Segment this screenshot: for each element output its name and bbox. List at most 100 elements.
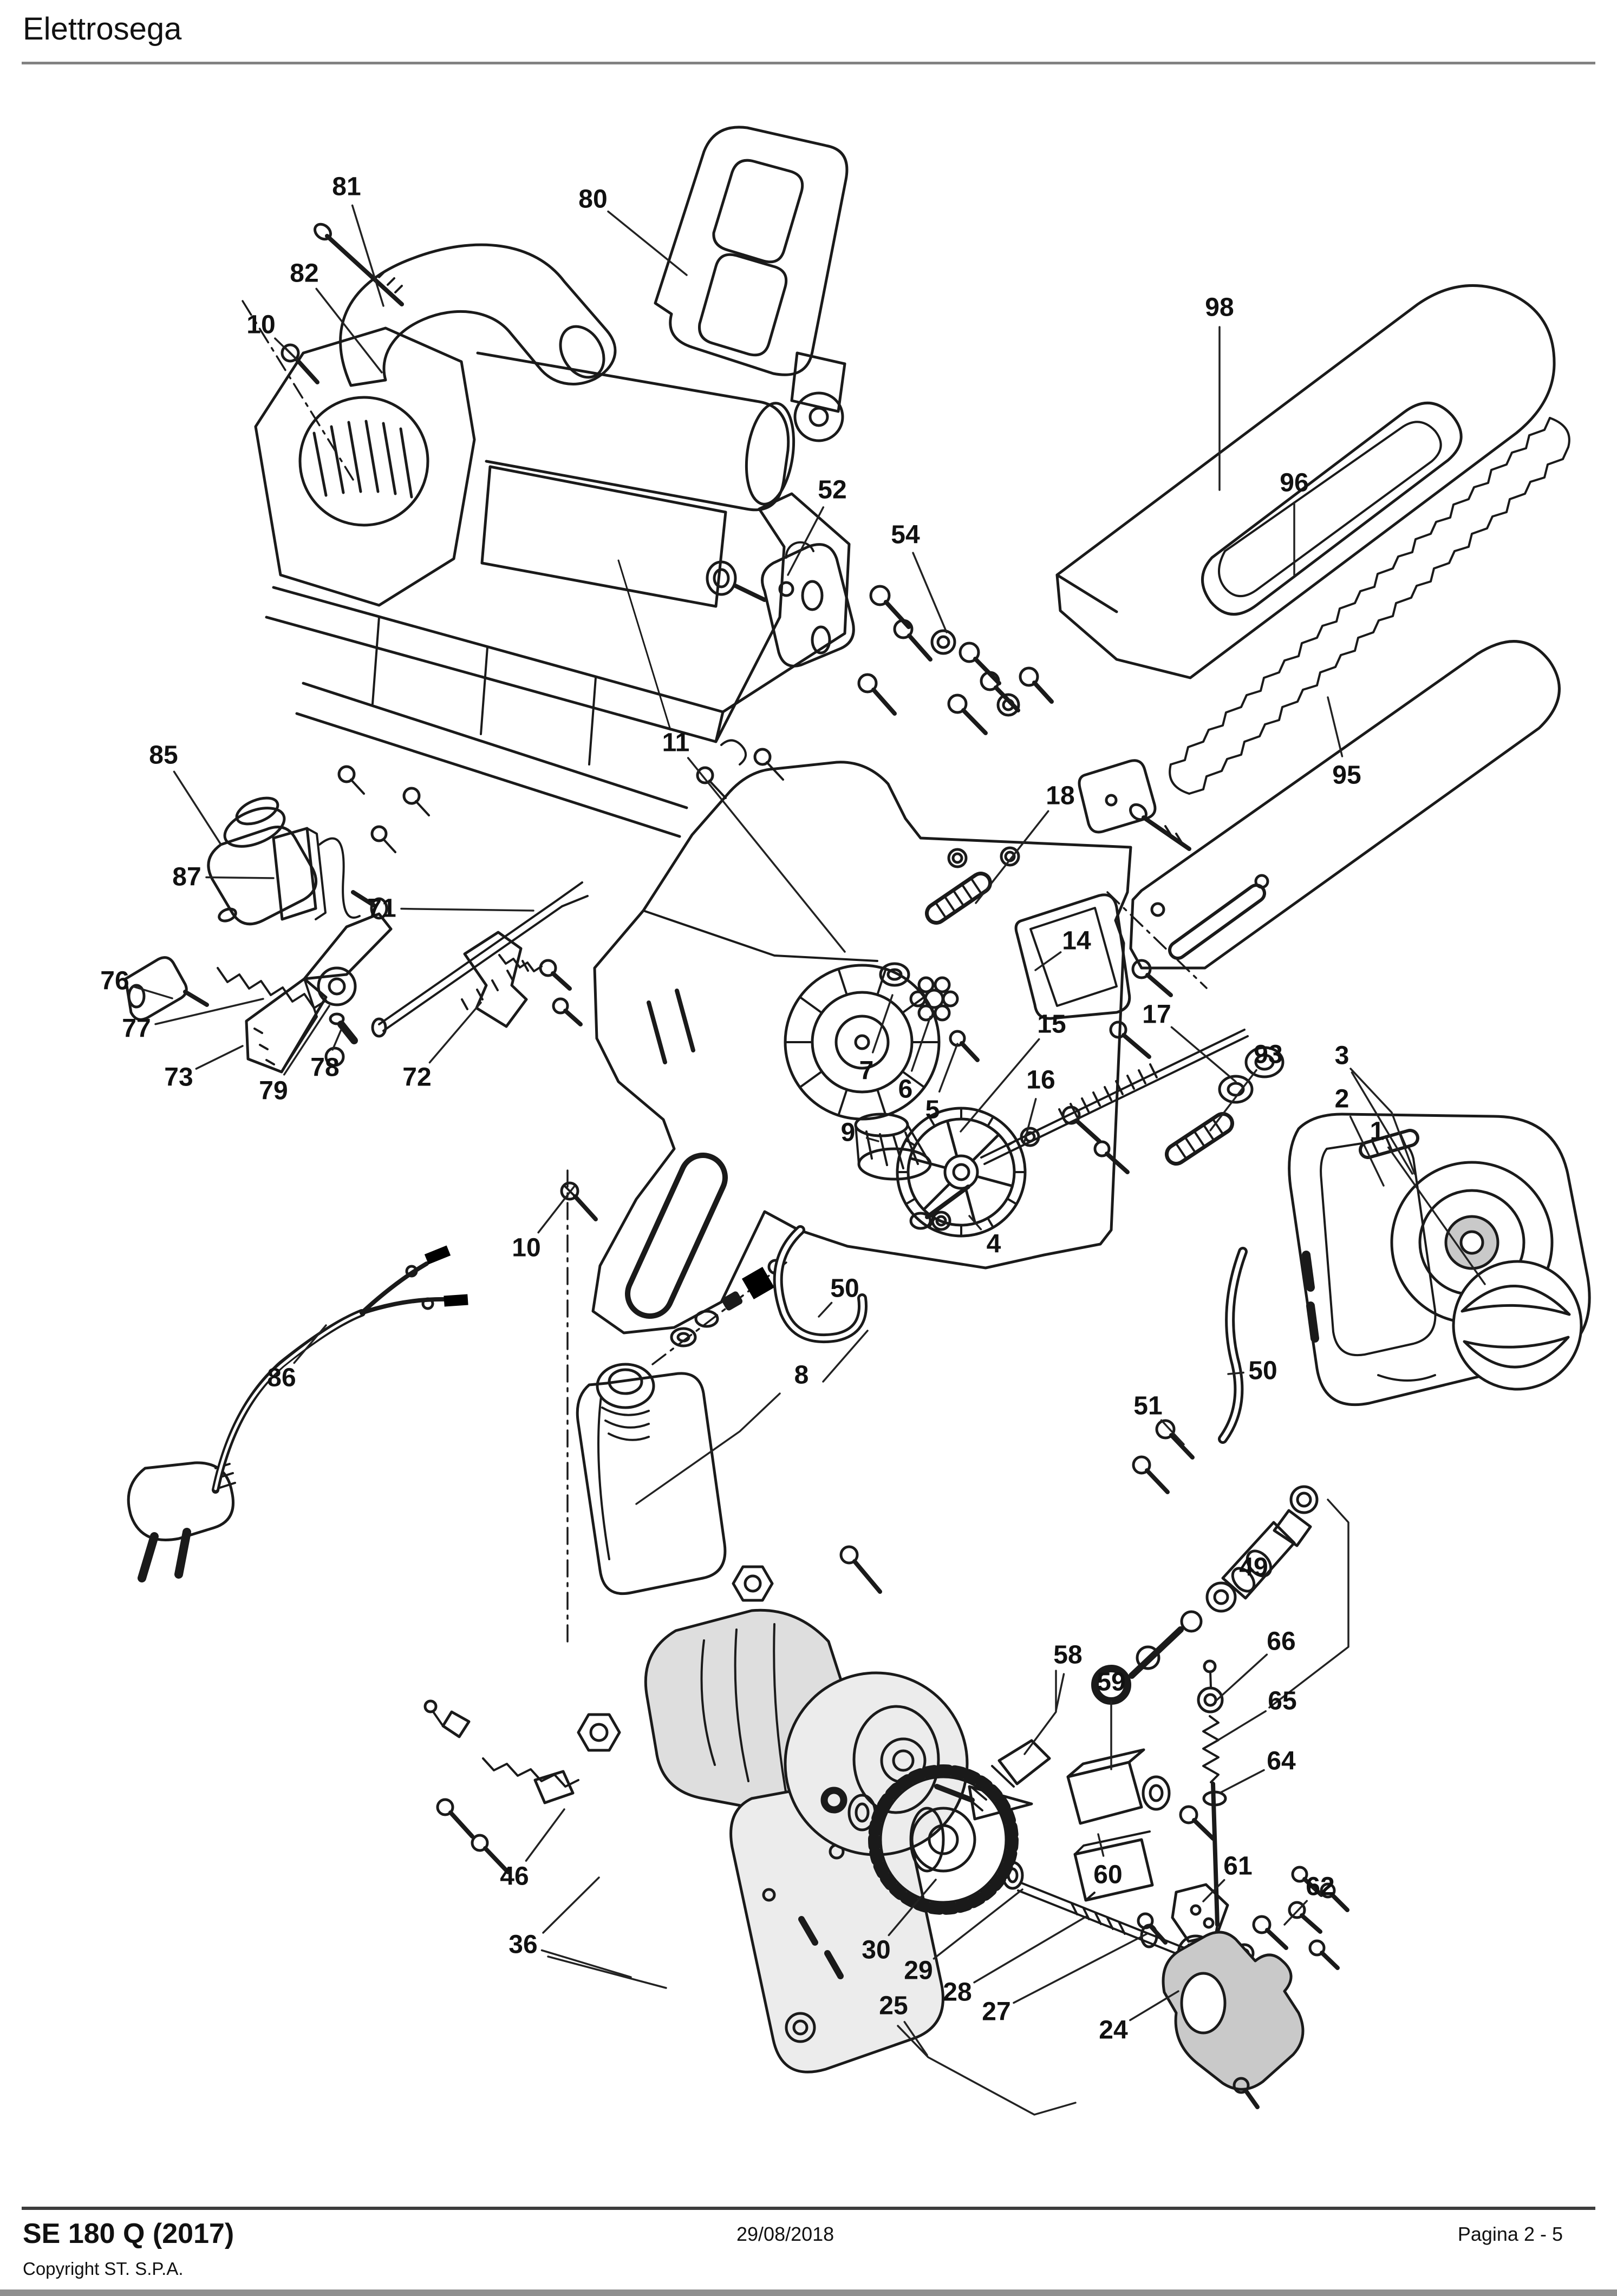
part-number-label: 29	[904, 1957, 933, 1985]
part-number-label: 4	[987, 1230, 1001, 1259]
leader-line	[865, 1137, 879, 1142]
leader-line	[1129, 1990, 1179, 2022]
part-number-label: 81	[332, 173, 361, 201]
leader-line	[871, 994, 894, 1054]
leader-line	[607, 210, 688, 276]
leader-line	[933, 1888, 1023, 1960]
brush-holders	[577, 1565, 774, 1752]
part-number-label: 17	[1142, 1000, 1171, 1029]
spring-77	[217, 967, 345, 1067]
page-title: Elettrosega	[23, 11, 182, 47]
leader-line	[274, 337, 298, 361]
footer-divider	[22, 2207, 1595, 2210]
part-number-label: 16	[1026, 1066, 1055, 1095]
leader-line	[912, 552, 948, 633]
part-number-label: 10	[512, 1234, 540, 1263]
part-number-label: 3	[1335, 1042, 1349, 1070]
screws-52	[857, 585, 933, 716]
brake-lever-24	[1162, 1931, 1305, 2091]
leader-line	[1216, 1710, 1267, 1742]
leader-line	[973, 1915, 1087, 1984]
nuts-17	[1218, 1046, 1285, 1104]
spokes	[910, 1121, 1013, 1224]
leader-line	[968, 1215, 982, 1231]
part-number-label: 79	[259, 1077, 288, 1106]
tension-screw-15	[909, 1185, 970, 1230]
footer-model: SE 180 Q (2017)	[23, 2218, 234, 2249]
footer-page-number: Pagina 2 - 5	[1457, 2223, 1563, 2245]
part-number-label: 1	[1370, 1117, 1385, 1146]
saw-chain	[1169, 417, 1570, 795]
sprocket-cover	[1288, 1113, 1591, 1407]
alignment-lines	[242, 300, 1208, 1643]
oil-hose-50-left	[773, 1225, 868, 1344]
leader-line	[960, 1038, 1040, 1133]
part-number-label: 62	[1306, 1873, 1334, 1901]
part-number-label: 77	[122, 1015, 151, 1043]
part-number-label: 46	[500, 1862, 529, 1891]
part-number-label: 5	[925, 1096, 940, 1124]
leader-line	[687, 757, 846, 953]
part-number-label: 82	[290, 259, 318, 288]
leader-line	[1215, 1653, 1268, 1702]
rear-housing-assembly	[254, 243, 851, 853]
part-number-label: 87	[172, 863, 201, 892]
chassis-frame	[265, 492, 851, 838]
part-number-label: 36	[508, 1931, 537, 1959]
main-housing	[591, 761, 1234, 1335]
leader-line	[1170, 1026, 1237, 1083]
part-number-label: 71	[367, 894, 396, 923]
worm-shaft-16	[980, 1029, 1285, 1165]
part-number-label: 9	[841, 1118, 856, 1147]
screw-set-54	[930, 629, 1054, 735]
part-number-label: 14	[1062, 927, 1091, 956]
part-number-label: 98	[1205, 293, 1234, 322]
leader-line	[1327, 696, 1344, 757]
sprocket-wheel	[896, 1107, 1027, 1238]
fan-cowl	[254, 326, 476, 607]
guard-bracket	[790, 351, 846, 413]
part-number-label: 54	[891, 521, 920, 550]
screws-51	[1132, 1419, 1195, 1494]
carbon-brush-87	[272, 827, 388, 921]
part-number-label: 78	[310, 1054, 339, 1082]
part-number-label: 51	[1133, 1392, 1162, 1421]
lockout-button-72	[463, 931, 583, 1028]
power-cable-86	[127, 1245, 468, 1582]
part-number-label: 64	[1267, 1747, 1296, 1776]
part-number-label: 96	[1280, 469, 1308, 498]
part-number-label: 86	[267, 1364, 296, 1392]
leader-line	[1202, 1879, 1225, 1902]
rear-handle	[339, 243, 617, 387]
chain-bar-cover	[1055, 284, 1556, 679]
leader-line	[173, 770, 222, 846]
oil-hose-50-right	[1218, 1247, 1248, 1444]
tensioner-knob-1	[1452, 1260, 1583, 1391]
motor-cylinder	[476, 351, 790, 512]
part-number-label: 28	[943, 1978, 971, 2007]
part-number-label: 27	[982, 1998, 1010, 2026]
part-number-label: 60	[1093, 1861, 1122, 1889]
switch-shaft-76	[124, 956, 209, 1021]
rim-hatch	[896, 1107, 1026, 1237]
leader-line	[910, 1016, 931, 1072]
leader-line	[1013, 1933, 1148, 2004]
viewport-bottom-edge	[0, 2290, 1617, 2296]
part-number-label: 73	[164, 1063, 193, 1092]
leader-line	[975, 810, 1049, 904]
leader-line	[1387, 1146, 1486, 1285]
leader-line	[331, 1029, 342, 1051]
part-number-label: 66	[1267, 1627, 1295, 1656]
soft-grip-cap-85	[207, 796, 318, 926]
leader-line	[1351, 1071, 1413, 1175]
part-number-label: 10	[246, 311, 275, 339]
fan-vent-slats	[312, 420, 413, 499]
front-hand-guard	[654, 126, 849, 442]
leader-line	[154, 998, 264, 1025]
switch-assembly	[967, 1739, 1215, 1945]
tank-cap-parts	[670, 1259, 784, 1347]
leader-line	[888, 1879, 937, 1937]
part-number-label: 50	[1248, 1357, 1277, 1385]
part-number-label: 59	[1097, 1668, 1125, 1697]
